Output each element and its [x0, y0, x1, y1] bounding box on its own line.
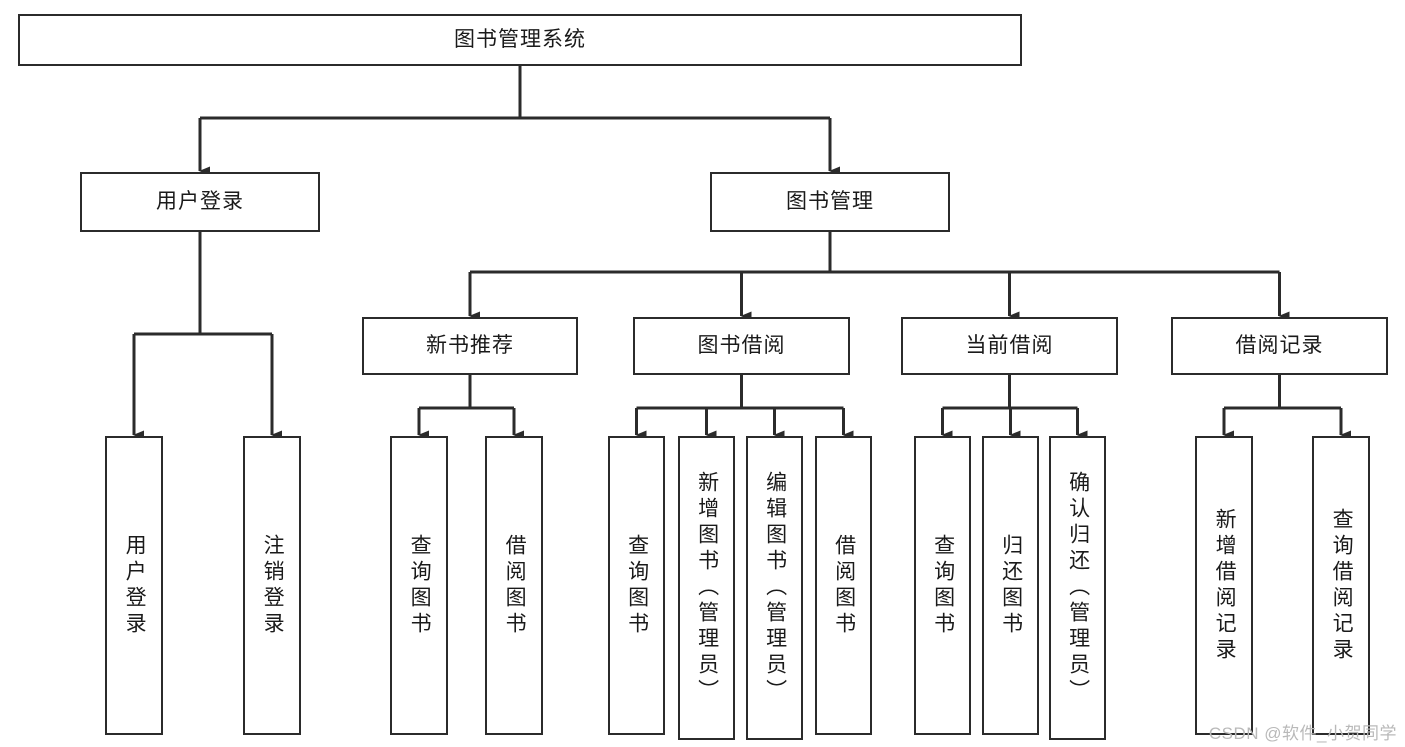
node-l2_1: 图书借阅	[633, 317, 850, 375]
node-label: 查询借阅记录	[1330, 507, 1354, 664]
node-leaf_5: 新增图书（管理员）	[678, 436, 735, 740]
node-label: 查询图书	[625, 533, 649, 638]
node-leaf_1: 注销登录	[243, 436, 301, 735]
node-label: 新增借阅记录	[1213, 507, 1237, 664]
node-label: 新增图书（管理员）	[695, 471, 719, 705]
node-l2_2: 当前借阅	[901, 317, 1118, 375]
node-label: 注销登录	[261, 533, 285, 638]
node-label: 新书推荐	[426, 334, 514, 358]
node-label: 当前借阅	[965, 334, 1054, 358]
node-label: 借阅记录	[1235, 334, 1324, 358]
node-label: 图书管理	[786, 190, 874, 214]
node-l1_1: 图书管理	[710, 172, 950, 232]
node-label: 借阅图书	[503, 533, 527, 638]
node-leaf_2: 查询图书	[390, 436, 448, 735]
node-label: 图书管理系统	[454, 28, 586, 52]
watermark: CSDN @软件_小贺同学	[1208, 724, 1397, 743]
node-label: 用户登录	[156, 190, 244, 214]
node-leaf_9: 归还图书	[982, 436, 1039, 735]
node-l2_0: 新书推荐	[362, 317, 578, 375]
node-label: 确认归还（管理员）	[1066, 471, 1090, 705]
node-leaf_10: 确认归还（管理员）	[1049, 436, 1106, 740]
node-label: 借阅图书	[832, 533, 856, 638]
node-label: 归还图书	[999, 533, 1023, 638]
node-label: 图书借阅	[697, 334, 786, 358]
node-leaf_0: 用户登录	[105, 436, 163, 735]
node-leaf_6: 编辑图书（管理员）	[746, 436, 803, 740]
node-label: 查询图书	[931, 533, 955, 638]
node-label: 用户登录	[123, 533, 147, 638]
node-leaf_12: 查询借阅记录	[1312, 436, 1370, 735]
node-label: 编辑图书（管理员）	[763, 471, 787, 705]
node-l1_0: 用户登录	[80, 172, 320, 232]
node-leaf_11: 新增借阅记录	[1195, 436, 1253, 735]
node-root: 图书管理系统	[18, 14, 1022, 66]
node-leaf_7: 借阅图书	[815, 436, 872, 735]
node-leaf_4: 查询图书	[608, 436, 665, 735]
node-label: 查询图书	[408, 533, 432, 638]
node-l2_3: 借阅记录	[1171, 317, 1388, 375]
node-leaf_3: 借阅图书	[485, 436, 543, 735]
node-leaf_8: 查询图书	[914, 436, 971, 735]
